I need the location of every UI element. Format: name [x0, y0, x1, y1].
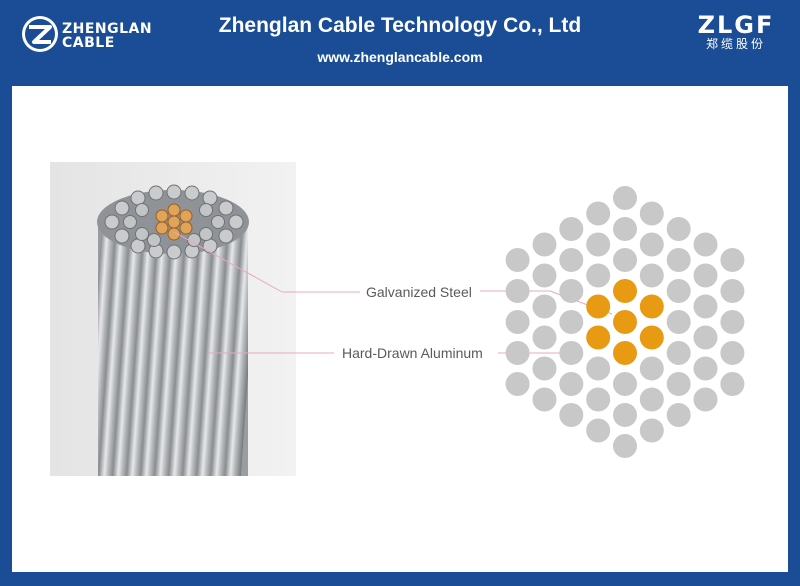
logo-text: ZHENGLAN CABLE	[62, 22, 152, 50]
cable-photo	[50, 162, 296, 476]
aluminum-strand	[559, 403, 584, 427]
aluminum-strand	[666, 248, 691, 272]
aluminum-strand	[639, 232, 664, 257]
aluminum-strand	[693, 387, 718, 412]
aluminum-strand	[720, 372, 745, 396]
cable-end-face	[97, 184, 249, 260]
aluminum-strand	[586, 418, 611, 443]
aluminum-strand	[666, 279, 691, 303]
logo-line1: ZHENGLAN	[62, 21, 153, 37]
steel-strand	[586, 325, 611, 350]
zhenglan-logo-icon	[22, 16, 58, 52]
aluminum-strand	[586, 356, 611, 381]
aluminum-strand	[613, 403, 637, 427]
aluminum-strand	[720, 310, 745, 334]
aluminum-strand	[613, 217, 637, 241]
steel-strand	[586, 294, 611, 319]
aluminum-strand	[586, 263, 611, 288]
aluminum-strand	[505, 279, 530, 303]
aluminum-strand	[559, 279, 584, 303]
brand-main: ZLGF	[697, 11, 775, 39]
steel-strand	[613, 341, 637, 365]
aluminum-strand	[666, 217, 691, 241]
aluminum-strands	[98, 220, 248, 476]
aluminum-strand	[532, 263, 557, 288]
aluminum-strand	[666, 310, 691, 334]
label-hard-drawn-aluminum: Hard-Drawn Aluminum	[342, 345, 483, 361]
aluminum-strand	[505, 341, 530, 365]
aluminum-strand	[532, 232, 557, 257]
aluminum-strand	[559, 217, 584, 241]
aluminum-strand	[666, 341, 691, 365]
aluminum-strand	[532, 356, 557, 381]
aluminum-strand	[613, 186, 637, 210]
aluminum-strand	[693, 263, 718, 288]
aluminum-strand	[720, 279, 745, 303]
aluminum-strand	[532, 325, 557, 350]
aluminum-strand	[559, 248, 584, 272]
aluminum-strand	[559, 341, 584, 365]
aluminum-strand	[639, 387, 664, 412]
aluminum-strand	[666, 403, 691, 427]
steel-strand	[613, 279, 637, 303]
logo-line2: CABLE	[62, 35, 115, 51]
aluminum-strand	[559, 372, 584, 396]
aluminum-strand	[693, 356, 718, 381]
aluminum-strand	[586, 201, 611, 226]
brand-logo: ZLGF 郑缆股份	[696, 11, 776, 52]
label-galvanized-steel: Galvanized Steel	[366, 284, 472, 300]
aluminum-strand	[720, 248, 745, 272]
steel-strand	[613, 310, 637, 334]
aluminum-strand	[505, 248, 530, 272]
aluminum-strand	[586, 387, 611, 412]
aluminum-strand	[613, 372, 637, 396]
aluminum-strand	[505, 310, 530, 334]
aluminum-strand	[639, 263, 664, 288]
aluminum-strand	[639, 418, 664, 443]
company-name: Zhenglan Cable Technology Co., Ltd	[218, 14, 582, 37]
aluminum-strand	[586, 232, 611, 257]
steel-strand	[639, 325, 664, 350]
aluminum-strand	[532, 387, 557, 412]
aluminum-strand	[532, 294, 557, 319]
aluminum-strand	[613, 434, 637, 458]
steel-strand	[639, 294, 664, 319]
aluminum-strand	[639, 356, 664, 381]
header-bar: ZHENGLAN CABLE Zhenglan Cable Technology…	[0, 0, 800, 86]
website-url: www.zhenglancable.com	[317, 49, 483, 65]
brand-sub: 郑缆股份	[705, 37, 766, 51]
leader-line-steel-photo	[173, 231, 283, 293]
cross-section-diagram	[173, 186, 745, 458]
aluminum-strand	[693, 232, 718, 257]
aluminum-strand	[693, 325, 718, 350]
aluminum-strand	[639, 201, 664, 226]
aluminum-strand	[720, 341, 745, 365]
content-panel: Galvanized Steel Hard-Drawn Aluminum	[12, 86, 788, 572]
aluminum-strand	[666, 372, 691, 396]
aluminum-strand	[693, 294, 718, 319]
aluminum-strand	[559, 310, 584, 334]
aluminum-strand	[613, 248, 637, 272]
aluminum-strand	[505, 372, 530, 396]
